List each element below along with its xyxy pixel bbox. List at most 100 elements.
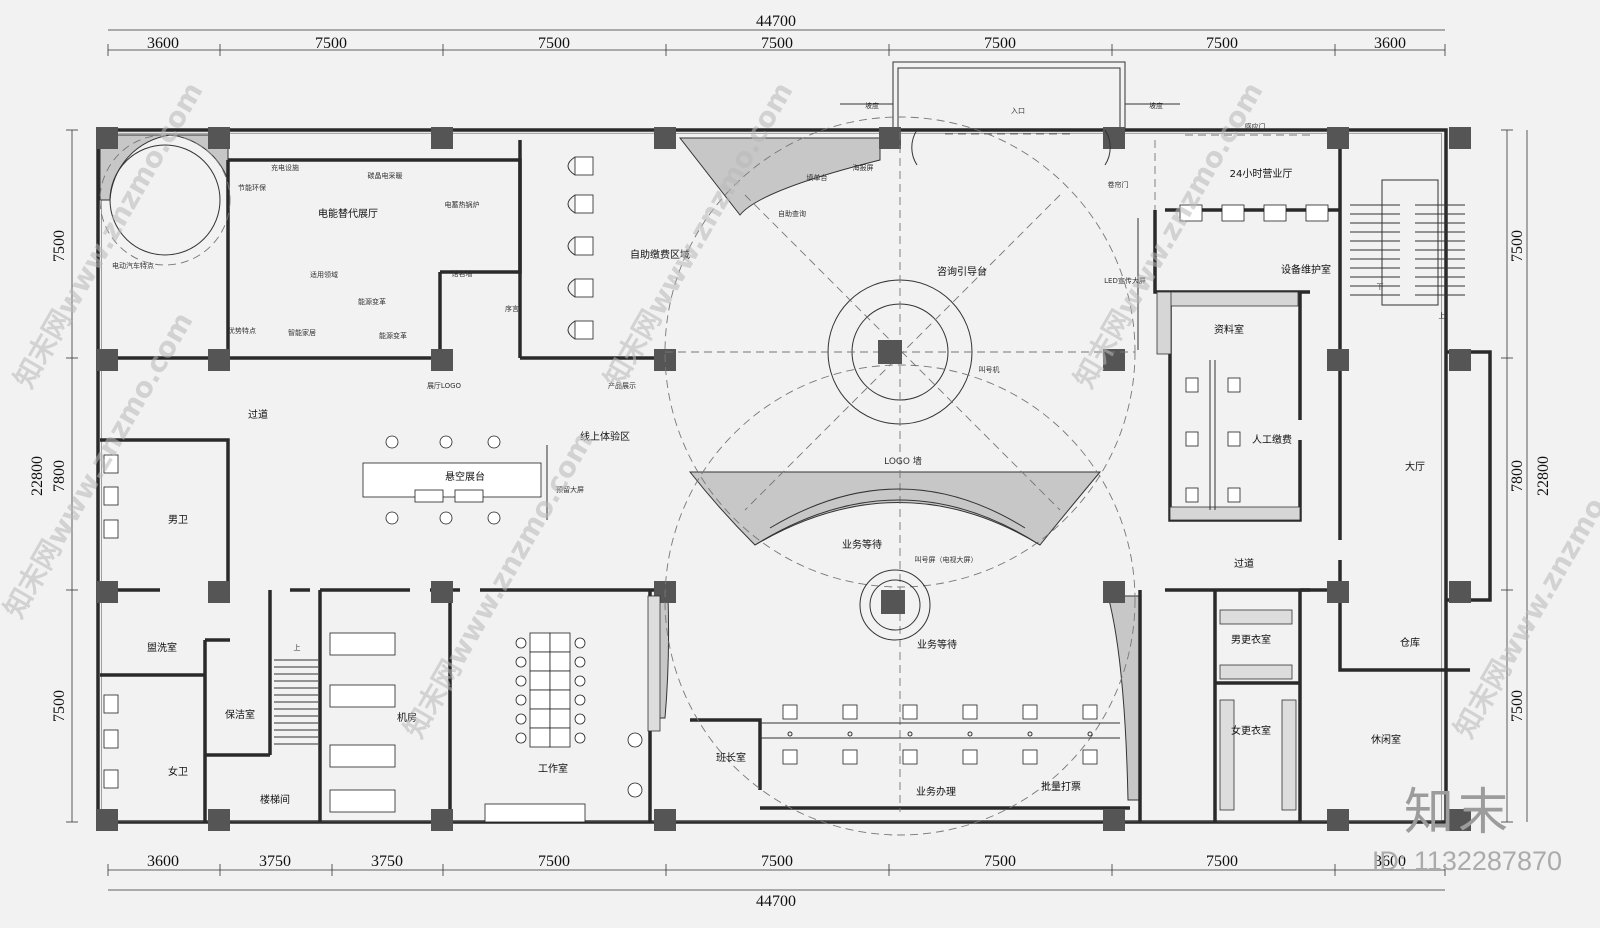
desk — [549, 670, 571, 691]
chair — [1022, 749, 1038, 765]
note-ramp-right: 坡度 — [1149, 101, 1163, 110]
dim-left-0: 7500 — [51, 230, 68, 262]
chair — [515, 713, 527, 725]
note-saving: 节能环保 — [238, 183, 266, 192]
dim-bottom-3: 7500 — [538, 853, 570, 870]
desk — [549, 632, 571, 653]
structural-column — [1449, 809, 1471, 831]
room-female-locker: 女更衣室 — [1231, 724, 1271, 737]
note-stair-down: 下 — [1377, 283, 1384, 291]
furniture — [103, 129, 1465, 823]
room-stairwell: 楼梯间 — [260, 793, 290, 806]
note-led-screen: LED宣传大屏 — [1104, 276, 1146, 285]
chair — [515, 732, 527, 744]
structural-column — [1327, 349, 1349, 371]
kiosk-chair — [567, 156, 576, 176]
room-machine: 机房 — [397, 711, 417, 724]
structural-column — [96, 581, 118, 603]
dim-bottom-6: 7500 — [1206, 853, 1238, 870]
note-stair-up-left: 上 — [294, 643, 301, 652]
chair — [574, 656, 586, 668]
desk — [529, 727, 551, 748]
structural-column — [1103, 127, 1125, 149]
chair — [842, 749, 858, 765]
note-ramp-left: 坡度 — [865, 101, 879, 110]
dim-top-1: 7500 — [315, 35, 347, 52]
note-product: 产品展示 — [608, 381, 636, 390]
brand-logo: 知末 — [1404, 783, 1512, 841]
stair-rail — [1381, 179, 1439, 306]
chair — [1082, 704, 1098, 720]
chair — [842, 704, 858, 720]
note-rolling-door: 卷帘门 — [1108, 180, 1129, 189]
kiosk — [574, 278, 594, 298]
note-preface: 序言 — [505, 304, 519, 313]
monitor — [1027, 731, 1033, 737]
room-leader: 班长室 — [716, 751, 746, 764]
structural-column — [1327, 581, 1349, 603]
dim-top-5: 7500 — [1206, 35, 1238, 52]
dim-right-0: 7500 — [1509, 230, 1526, 262]
dim-top-2: 7500 — [538, 35, 570, 52]
columns — [96, 127, 1471, 831]
structural-column — [1103, 809, 1125, 831]
dim-left-2: 7500 — [51, 690, 68, 722]
kiosk — [574, 156, 594, 176]
room-device: 设备维护室 — [1281, 263, 1331, 276]
note-ev: 电动汽车特点 — [112, 261, 154, 270]
dim-top-6: 3600 — [1374, 35, 1406, 52]
structural-column — [1327, 127, 1349, 149]
structural-column — [879, 127, 901, 149]
dim-top-0: 3600 — [147, 35, 179, 52]
kiosk-chair — [567, 278, 576, 298]
desk — [529, 670, 551, 691]
note-fields: 适用领域 — [310, 270, 338, 279]
structural-column — [1103, 349, 1125, 371]
interior-walls — [100, 130, 1470, 822]
dim-bottom-4: 7500 — [761, 853, 793, 870]
structural-column — [431, 809, 453, 831]
dim-bottom-2: 3750 — [371, 853, 403, 870]
room-workroom: 工作室 — [538, 762, 568, 775]
brand-id: ID: 1132287870 — [1371, 846, 1562, 876]
structural-column — [208, 581, 230, 603]
kiosk — [574, 320, 594, 340]
chair — [515, 656, 527, 668]
chair — [574, 713, 586, 725]
chair — [962, 749, 978, 765]
structural-column — [1449, 581, 1471, 603]
room-wait-lower: 业务等待 — [917, 638, 957, 651]
monitor — [907, 731, 913, 737]
room-manual-pay: 人工缴费 — [1252, 433, 1292, 446]
dim-total-top: 44700 — [756, 13, 796, 30]
note-charging: 充电设施 — [271, 163, 299, 172]
note-call-screen: 叫号屏（电视大屏） — [915, 555, 978, 564]
structural-column — [654, 127, 676, 149]
room-male-locker: 男更衣室 — [1231, 633, 1271, 646]
kiosk-chair — [567, 194, 576, 214]
note-smart-home: 智能家居 — [288, 328, 316, 337]
room-consult-desk: 咨询引导台 — [937, 265, 987, 278]
kiosk — [574, 236, 594, 256]
structural-column — [1449, 349, 1471, 371]
note-form-desk: 填单台 — [807, 173, 828, 182]
chair — [902, 704, 918, 720]
chair — [782, 704, 798, 720]
kiosk-chair — [567, 320, 576, 340]
chair — [962, 704, 978, 720]
room-female-wc: 女卫 — [168, 765, 188, 778]
note-self-query: 自助查询 — [778, 209, 806, 218]
structural-column — [208, 349, 230, 371]
note-poster-screen: 海报屏 — [853, 163, 874, 172]
structural-column — [208, 127, 230, 149]
dim-left-total: 22800 — [29, 456, 46, 496]
dim-bottom-5: 7500 — [984, 853, 1016, 870]
dimension-lines — [66, 29, 1528, 891]
monitor — [787, 731, 793, 737]
room-male-wc: 男卫 — [168, 514, 188, 526]
chair — [515, 694, 527, 706]
chair — [782, 749, 798, 765]
monitor — [967, 731, 973, 737]
chair — [1082, 749, 1098, 765]
note-energy-1: 能源变革 — [358, 297, 386, 306]
